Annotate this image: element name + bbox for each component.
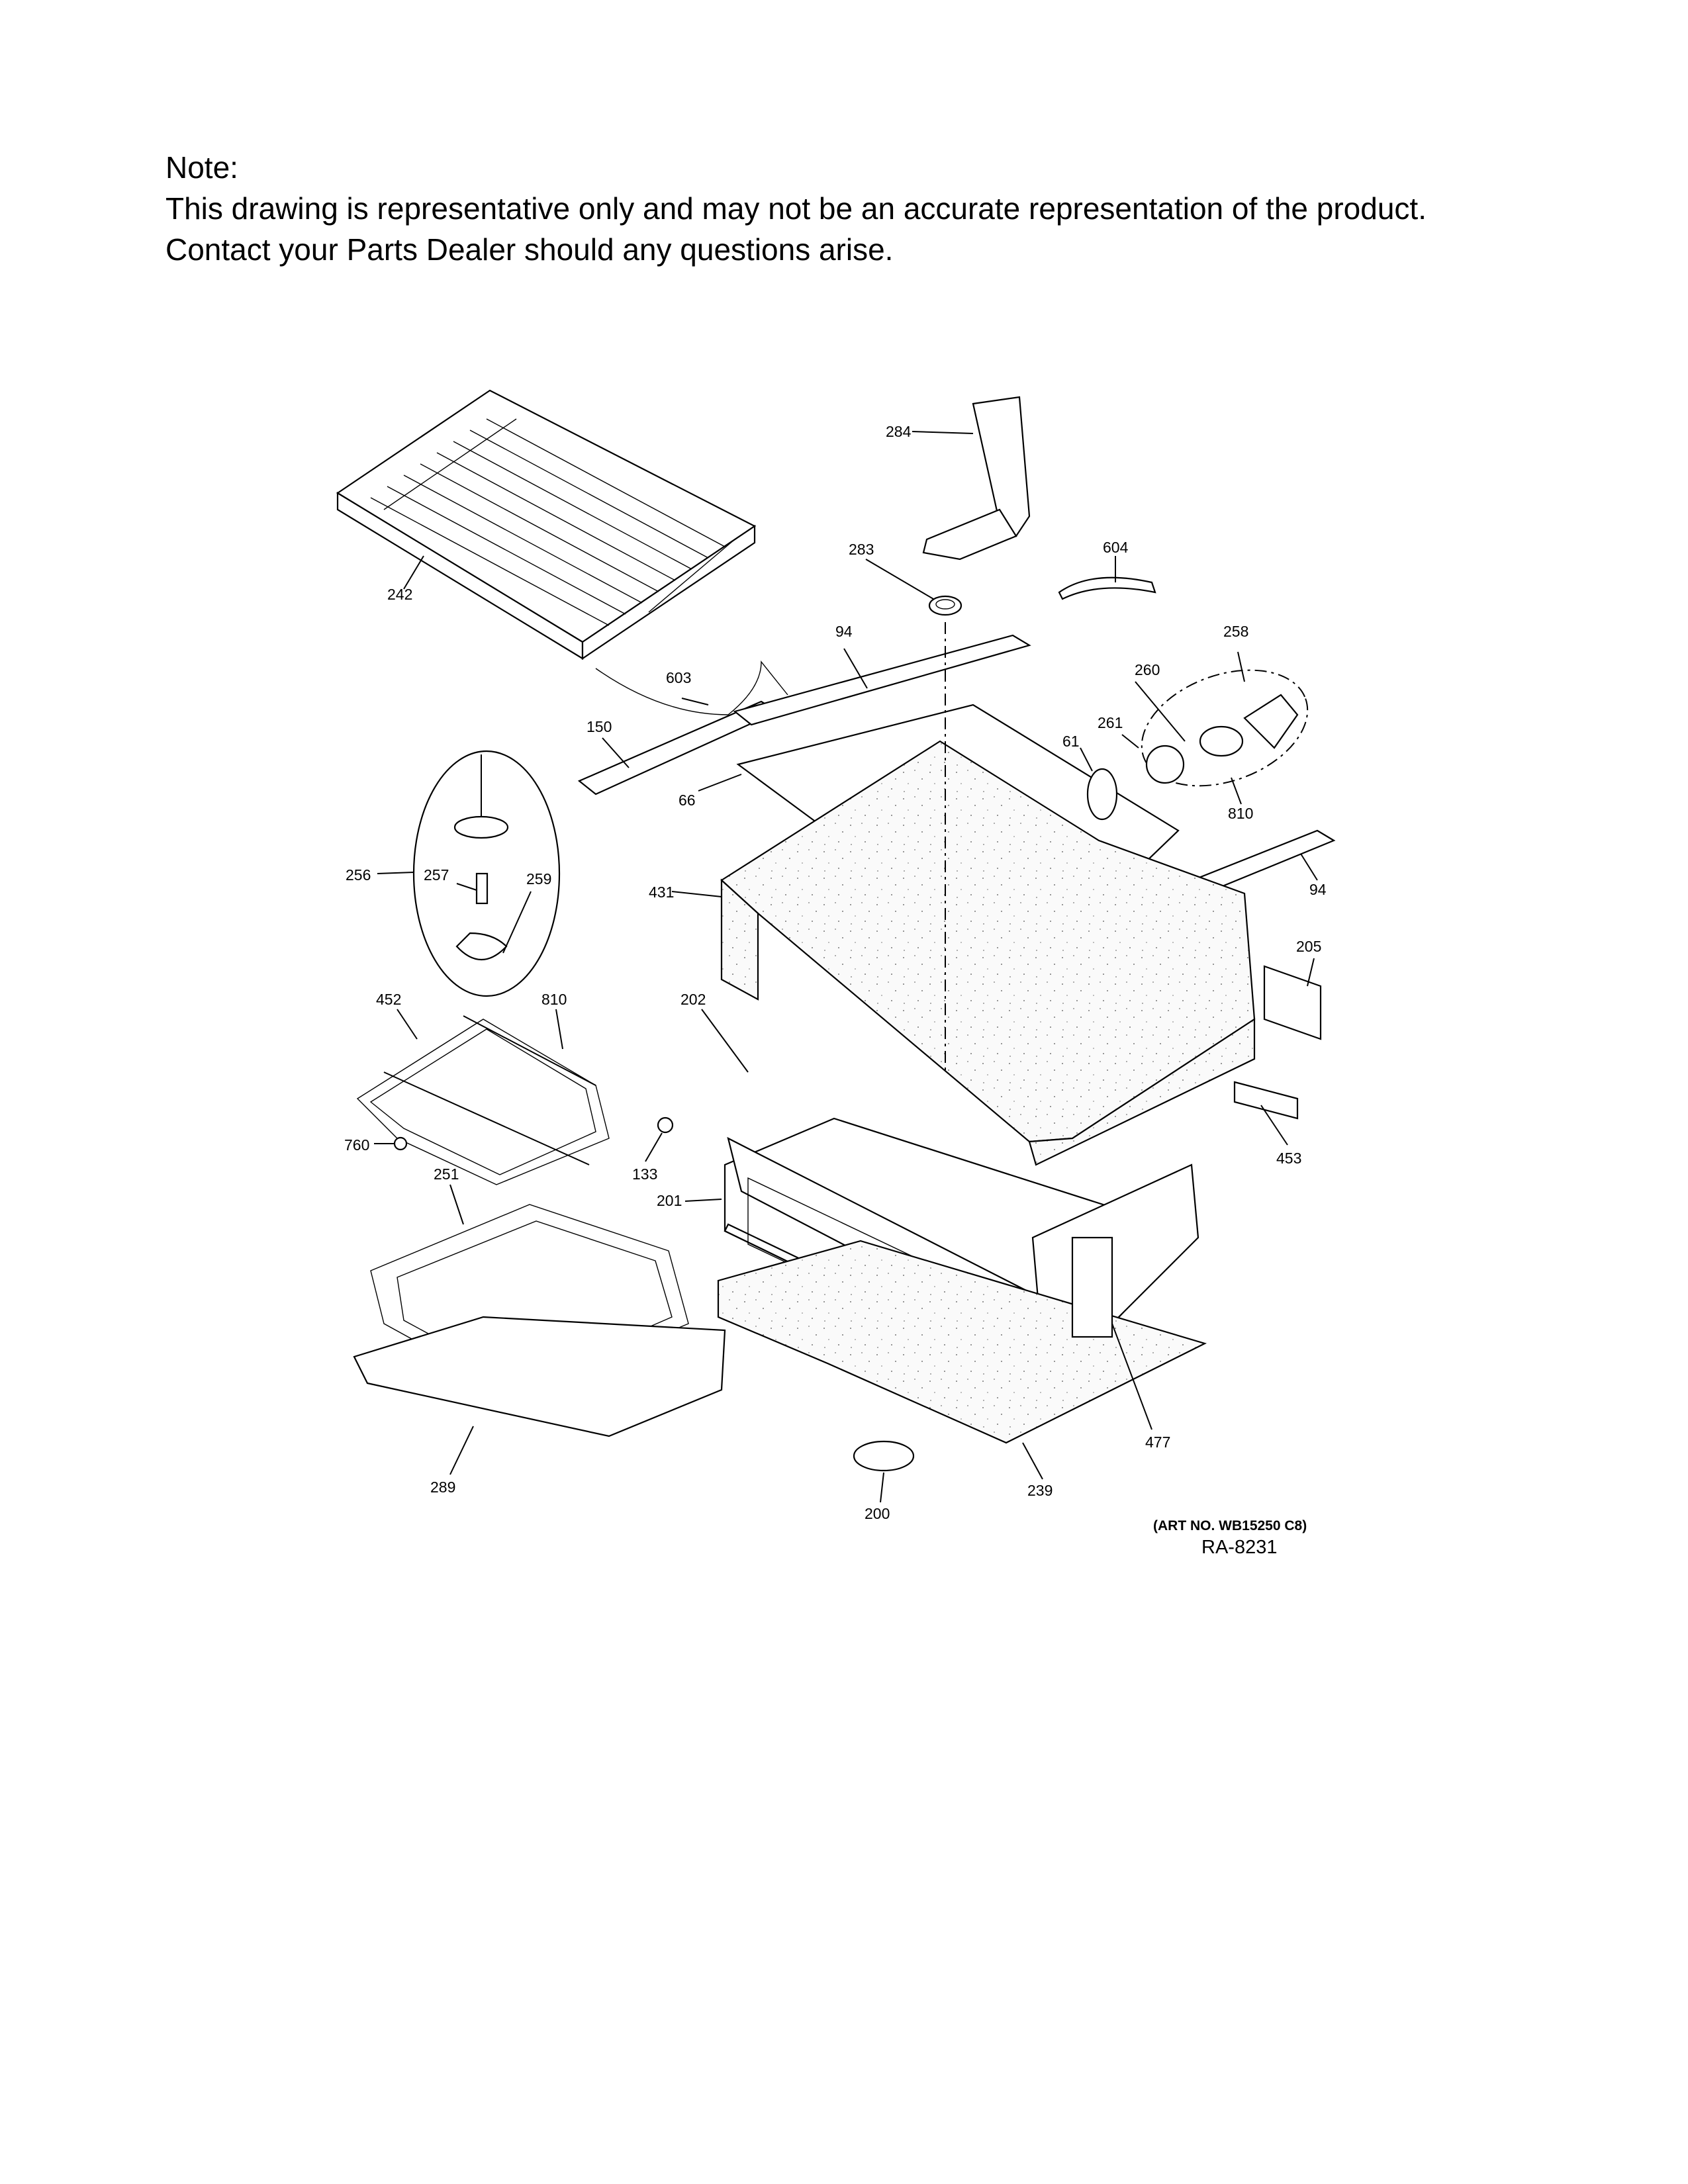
callout-603: 603: [666, 669, 691, 686]
callout-94-top: 94: [835, 623, 853, 640]
callout-261: 261: [1098, 714, 1123, 731]
handle-part: [922, 396, 1031, 561]
oven-light-assembly-258: [1141, 669, 1309, 787]
callout-200: 200: [865, 1505, 890, 1522]
note-heading: Note:: [165, 150, 238, 185]
callout-453: 453: [1276, 1150, 1301, 1167]
callout-251: 251: [434, 1165, 459, 1183]
callout-242: 242: [387, 586, 412, 603]
callout-133: 133: [632, 1165, 657, 1183]
callout-257: 257: [424, 866, 449, 884]
callout-256: 256: [346, 866, 371, 884]
callout-289: 289: [430, 1479, 455, 1496]
part-760: [393, 1136, 408, 1151]
gasket-61: [1086, 768, 1118, 821]
bottom-tray-289: [353, 1316, 726, 1437]
callout-94-right: 94: [1309, 881, 1327, 898]
callout-202: 202: [680, 991, 706, 1008]
callout-810-light: 810: [1228, 805, 1253, 822]
callout-760: 760: [344, 1136, 369, 1154]
probe-detail-256: [412, 750, 561, 997]
callout-239: 239: [1027, 1482, 1053, 1499]
rail-94-top: [733, 634, 1031, 726]
gasket-200: [853, 1440, 915, 1472]
callout-477: 477: [1145, 1433, 1170, 1451]
callout-604: 604: [1103, 539, 1129, 556]
callout-258: 258: [1223, 623, 1248, 640]
callout-201: 201: [657, 1192, 682, 1209]
callout-431: 431: [649, 884, 674, 901]
callout-205: 205: [1296, 938, 1321, 955]
bake-element-251: [370, 1204, 689, 1397]
wire-harness-604: [1058, 576, 1156, 600]
leader-lines: [374, 431, 1318, 1503]
wiring-603: [595, 660, 788, 715]
broil-element-452: [356, 1015, 610, 1185]
callout-61: 61: [1062, 733, 1080, 750]
outer-wrapper-431: [720, 740, 1256, 1166]
callout-66: 66: [679, 792, 696, 809]
callout-810-element: 810: [541, 991, 567, 1008]
hinge-477: [1071, 1236, 1113, 1338]
oven-rack-part: [336, 389, 757, 660]
callout-259: 259: [526, 870, 551, 887]
callout-260: 260: [1135, 661, 1160, 678]
filter-part: [928, 595, 962, 616]
note-line-1: This drawing is representative only and …: [165, 191, 1427, 226]
note-line-2: Contact your Parts Dealer should any que…: [165, 232, 894, 267]
art-number: (ART NO. WB15250 C8): [1153, 1518, 1307, 1533]
terminal-block-453: [1233, 1081, 1299, 1120]
disclaimer-note: Note: This drawing is representative onl…: [165, 147, 1427, 270]
floor-panel-239: [717, 1240, 1207, 1444]
callout-labels: 284 604 283 242 94 258 603 260 150 261 6…: [344, 423, 1327, 1522]
cover-plate-205: [1263, 965, 1322, 1040]
ra-number: RA-8231: [1201, 1537, 1277, 1558]
callout-452: 452: [376, 991, 401, 1008]
callout-150: 150: [586, 718, 612, 735]
part-133: [657, 1116, 674, 1134]
callout-283: 283: [849, 541, 874, 558]
callout-284: 284: [886, 423, 912, 440]
